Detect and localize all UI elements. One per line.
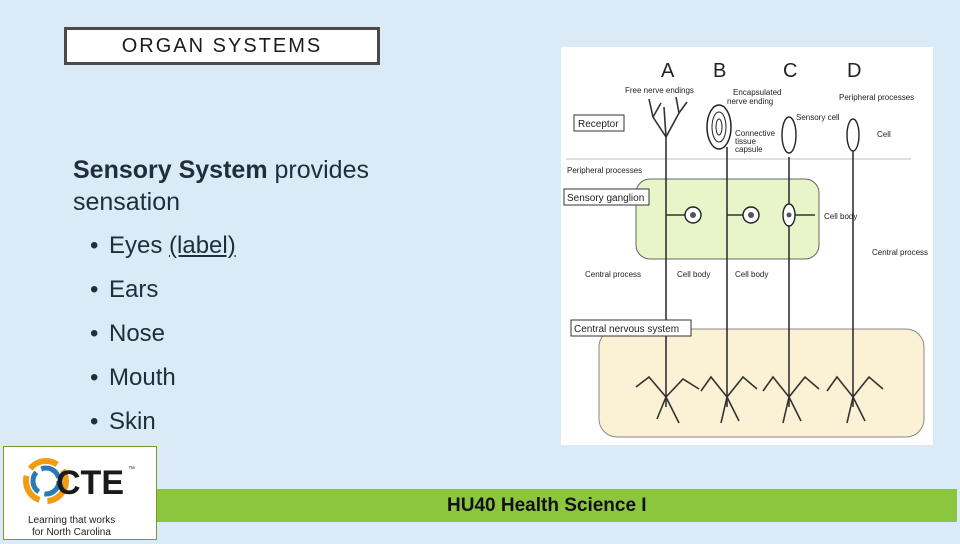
bullet-text: Skin xyxy=(109,408,156,435)
encapsulated-core xyxy=(715,118,723,136)
cns-region xyxy=(598,328,925,438)
label-connective-3: capsule xyxy=(735,145,763,154)
heading-bold: Sensory System xyxy=(73,156,268,184)
logo-tagline-1: Learning that works xyxy=(28,515,115,526)
bullet-text: Nose xyxy=(109,320,166,347)
label-cell-body-right: Cell body xyxy=(824,212,857,221)
free-nerve-endings-shape xyxy=(648,96,688,138)
column-a: A xyxy=(661,60,675,82)
nucleus-c xyxy=(786,212,792,218)
label-encapsulated-1: Encapsulated xyxy=(733,88,781,97)
list-item: • Ears xyxy=(90,272,236,316)
label-peripheral-processes-left: Peripheral processes xyxy=(567,166,642,175)
bullet-glyph: • xyxy=(90,232,99,259)
list-item: • Nose xyxy=(90,316,236,360)
bullet-glyph: • xyxy=(90,408,99,435)
bullet-text: Eyes xyxy=(109,232,170,259)
receptor-label-box xyxy=(573,114,625,132)
slide-title-box: ORGAN SYSTEMS xyxy=(64,27,380,65)
slide-title: ORGAN SYSTEMS xyxy=(121,34,323,57)
label-cell: Cell xyxy=(877,130,891,139)
label-connective-1: Connective xyxy=(735,129,776,138)
label-central-process-right: Central process xyxy=(872,248,928,257)
cte-logo-graphic: CTE ™ Learning that works for North Caro… xyxy=(23,458,135,538)
label-sensory-ganglion: Sensory ganglion xyxy=(567,193,644,204)
column-b: B xyxy=(713,60,726,82)
sensory-neuron-diagram: A B C D xyxy=(561,47,933,445)
neuron-d-branches xyxy=(826,375,884,424)
peripheral-cell-shape xyxy=(846,118,860,152)
logo-ring-orange xyxy=(23,458,69,504)
list-item: • Eyes (label) xyxy=(90,228,236,272)
label-free-nerve-endings: Free nerve endings xyxy=(625,86,694,95)
bullet-glyph: • xyxy=(90,320,99,347)
sensory-cell-shape xyxy=(781,116,797,154)
label-encapsulated-2: nerve ending xyxy=(727,97,773,106)
cte-logo: CTE ™ Learning that works for North Caro… xyxy=(3,446,157,540)
label-cell-body-1: Cell body xyxy=(677,270,710,279)
list-item: • Mouth xyxy=(90,360,236,404)
label-sensory-cell: Sensory cell xyxy=(796,113,840,122)
encapsulated-ending-shape xyxy=(706,104,732,150)
label-connective-2: tissue xyxy=(735,137,756,146)
bullet-glyph: • xyxy=(90,364,99,391)
neuron-c-branches xyxy=(762,375,820,424)
column-c: C xyxy=(783,60,797,82)
bullet-glyph: • xyxy=(90,276,99,303)
label-receptor: Receptor xyxy=(578,119,619,130)
logo-tagline-2: for North Carolina xyxy=(32,527,111,538)
footer-course-title: HU40 Health Science I xyxy=(447,495,647,516)
section-heading: Sensory System provides sensation xyxy=(73,154,433,218)
nucleus-a xyxy=(690,212,696,218)
diagram-svg: A B C D xyxy=(563,60,928,438)
cns-label-box xyxy=(570,319,692,337)
label-central-process-left: Central process xyxy=(585,270,641,279)
logo-tm: ™ xyxy=(128,466,135,473)
encapsulated-inner-ring xyxy=(711,111,727,143)
bullet-text: Mouth xyxy=(109,364,176,391)
neuron-a-branches xyxy=(635,375,700,424)
footer-bar: HU40 Health Science I xyxy=(157,489,957,522)
organ-bullet-list: • Eyes (label) • Ears • Nose • Mouth • Skin xyxy=(90,228,236,448)
logo-ring-blue xyxy=(30,465,62,497)
label-cns: Central nervous system xyxy=(574,324,679,335)
heading-rest: provides sensation xyxy=(73,156,369,216)
label-cell-body-2: Cell body xyxy=(735,270,768,279)
column-d: D xyxy=(847,60,861,82)
list-item: • Skin xyxy=(90,404,236,448)
nucleus-b xyxy=(748,212,754,218)
label-peripheral-processes-top: Peripheral processes xyxy=(839,93,914,102)
logo-brand: CTE xyxy=(56,464,124,502)
eyes-label-link[interactable]: (label) xyxy=(169,232,236,259)
sensory-ganglion-label-box xyxy=(563,188,650,206)
neuron-b-branches xyxy=(700,375,758,424)
bullet-text: Ears xyxy=(109,276,159,303)
